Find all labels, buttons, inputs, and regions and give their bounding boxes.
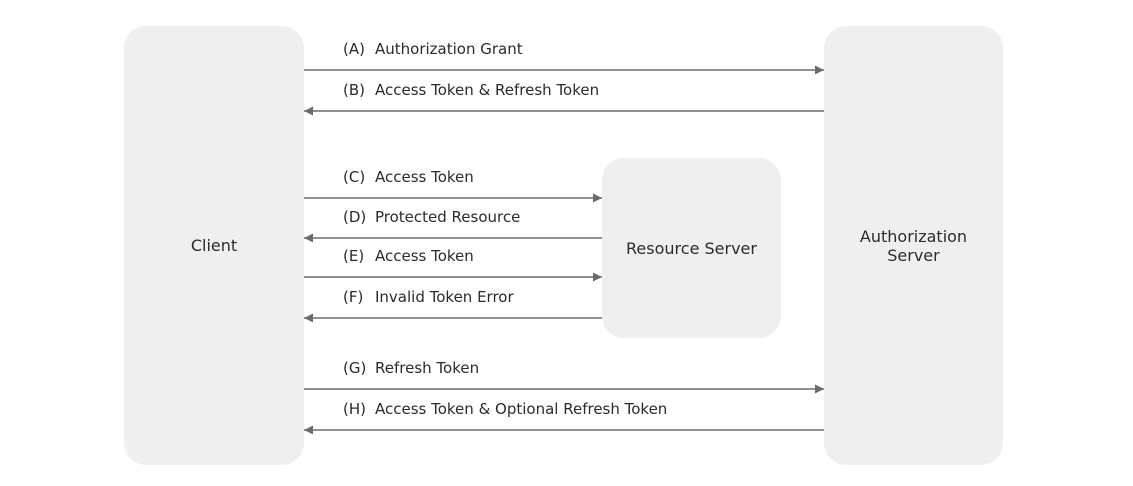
flow-step-letter: (G) xyxy=(343,359,367,377)
flow-step-letter: (D) xyxy=(343,208,367,226)
flow-step-text: Access Token & Refresh Token xyxy=(375,81,600,99)
flow-step-text: Access Token xyxy=(375,247,474,265)
flow-step-text: Access Token xyxy=(375,168,474,186)
flow-step-letter: (F) xyxy=(343,288,364,306)
flow-step-text: Authorization Grant xyxy=(375,40,523,58)
flow-step-letter: (A) xyxy=(343,40,365,58)
authorization-server-node: Authorization Server xyxy=(824,26,1003,465)
client-node: Client xyxy=(124,26,304,465)
flow-step-letter: (B) xyxy=(343,81,365,99)
flow-step-text: Access Token & Optional Refresh Token xyxy=(375,400,668,418)
flow-step-text: Protected Resource xyxy=(375,208,521,226)
flow-step-text: Invalid Token Error xyxy=(375,288,514,306)
authorization-server-label-line2: Server xyxy=(887,245,940,265)
resource-server-label: Resource Server xyxy=(626,238,757,258)
flow-step-letter: (C) xyxy=(343,168,366,186)
flow-step-letter: (H) xyxy=(343,400,366,418)
client-label: Client xyxy=(190,236,238,255)
flow-step-letter: (E) xyxy=(343,247,365,265)
authorization-server-label-line1: Authorization xyxy=(859,226,968,246)
flow-step-text: Refresh Token xyxy=(375,359,480,377)
resource-server-node: Resource Server xyxy=(602,158,781,338)
